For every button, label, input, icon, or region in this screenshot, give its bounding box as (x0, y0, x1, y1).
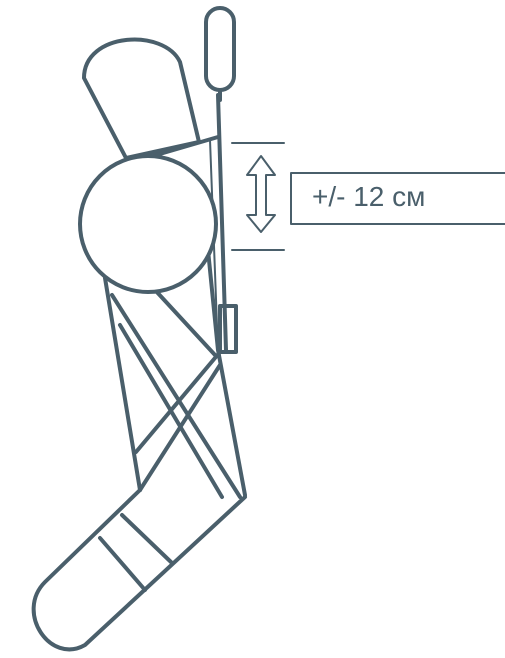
forearm-sleeve (31, 488, 247, 652)
adjustment-label: +/- 12 см (312, 181, 425, 212)
joint-circle (78, 154, 218, 294)
forearm-band-left (98, 536, 147, 592)
label-box (290, 172, 505, 225)
upper-arm-sleeve-left (103, 276, 142, 492)
cross-strap-c (134, 350, 222, 454)
forearm-band-right (120, 513, 174, 565)
shoulder-cap (82, 37, 201, 160)
cross-strap-e (153, 288, 217, 357)
cross-strap-d (138, 363, 222, 492)
pull-tab (204, 6, 236, 92)
cross-strap-a (110, 293, 242, 499)
strap-buckle (218, 304, 238, 354)
shoulder-strap-line (144, 135, 220, 160)
double-arrow-icon (246, 155, 276, 233)
